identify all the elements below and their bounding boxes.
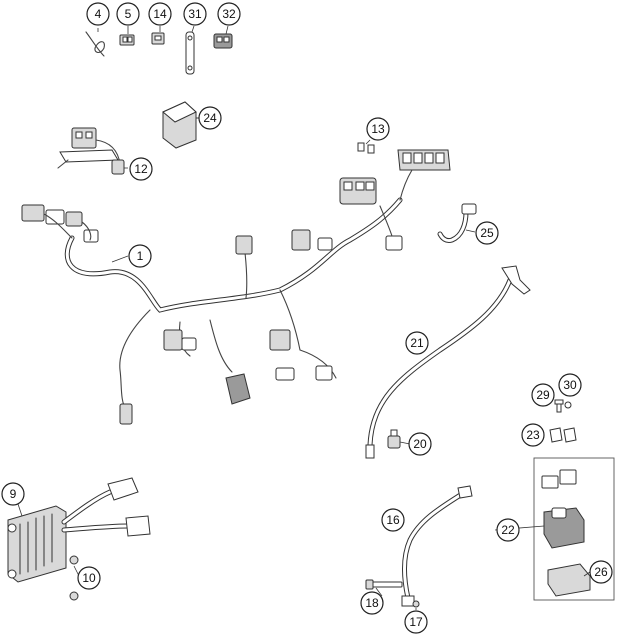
callout-20: 20 — [408, 432, 432, 456]
relay-box-24 — [162, 101, 200, 149]
callout-23: 23 — [521, 423, 545, 447]
svg-text:5: 5 — [125, 7, 132, 21]
svg-text:14: 14 — [153, 7, 167, 21]
callout-31: 31 — [183, 2, 207, 26]
svg-text:32: 32 — [222, 7, 236, 21]
connector-part-32 — [213, 33, 233, 49]
bolt-18 — [365, 579, 403, 590]
svg-text:16: 16 — [386, 513, 400, 527]
svg-text:1: 1 — [137, 249, 144, 263]
bolts-10 — [69, 555, 79, 601]
svg-text:26: 26 — [594, 565, 608, 579]
cable-25 — [437, 203, 477, 243]
callout-5: 5 — [116, 2, 140, 26]
svg-text:9: 9 — [10, 487, 17, 501]
callout-9: 9 — [1, 482, 25, 506]
svg-text:18: 18 — [365, 596, 379, 610]
callout-29: 29 — [531, 383, 555, 407]
callout-30: 30 — [558, 373, 582, 397]
nut-30 — [564, 401, 572, 409]
svg-text:30: 30 — [563, 378, 577, 392]
nut-17 — [412, 600, 420, 608]
svg-text:12: 12 — [134, 162, 148, 176]
svg-text:25: 25 — [480, 226, 494, 240]
connector-part-14 — [151, 32, 165, 45]
svg-text:31: 31 — [188, 7, 202, 21]
callout-26: 26 — [589, 560, 613, 584]
svg-text:20: 20 — [413, 437, 427, 451]
callout-1: 1 — [128, 244, 152, 268]
voltage-regulator-9 — [7, 477, 151, 583]
callout-24: 24 — [198, 106, 222, 130]
strap-part-31 — [185, 31, 195, 75]
svg-text:21: 21 — [410, 336, 424, 350]
bracket-assembly-12 — [57, 127, 125, 175]
terminal-20 — [387, 429, 401, 449]
callout-10: 10 — [77, 566, 101, 590]
connector-part-5 — [119, 34, 135, 46]
callout-17: 17 — [404, 610, 428, 634]
washers-23 — [549, 427, 577, 443]
callout-32: 32 — [217, 2, 241, 26]
svg-text:17: 17 — [409, 615, 423, 629]
callout-13: 13 — [366, 117, 390, 141]
svg-text:22: 22 — [501, 523, 515, 537]
svg-text:13: 13 — [371, 122, 385, 136]
callout-4: 4 — [86, 2, 110, 26]
cable-tie-part — [85, 31, 105, 57]
main-harness-1 — [21, 149, 451, 425]
small-connectors-13 — [357, 142, 375, 154]
battery-cable-21 — [365, 265, 531, 459]
svg-text:23: 23 — [526, 428, 540, 442]
svg-text:24: 24 — [203, 111, 217, 125]
svg-text:29: 29 — [536, 388, 550, 402]
callout-21: 21 — [405, 331, 429, 355]
callout-22: 22 — [496, 518, 520, 542]
screw-29 — [554, 399, 564, 413]
svg-text:4: 4 — [95, 7, 102, 21]
callout-16: 16 — [381, 508, 405, 532]
callout-14: 14 — [148, 2, 172, 26]
svg-text:10: 10 — [82, 571, 96, 585]
callout-25: 25 — [475, 221, 499, 245]
starter-relay-group — [533, 457, 615, 601]
callout-18: 18 — [360, 591, 384, 615]
ground-cable-16 — [401, 485, 473, 607]
callout-12: 12 — [129, 157, 153, 181]
